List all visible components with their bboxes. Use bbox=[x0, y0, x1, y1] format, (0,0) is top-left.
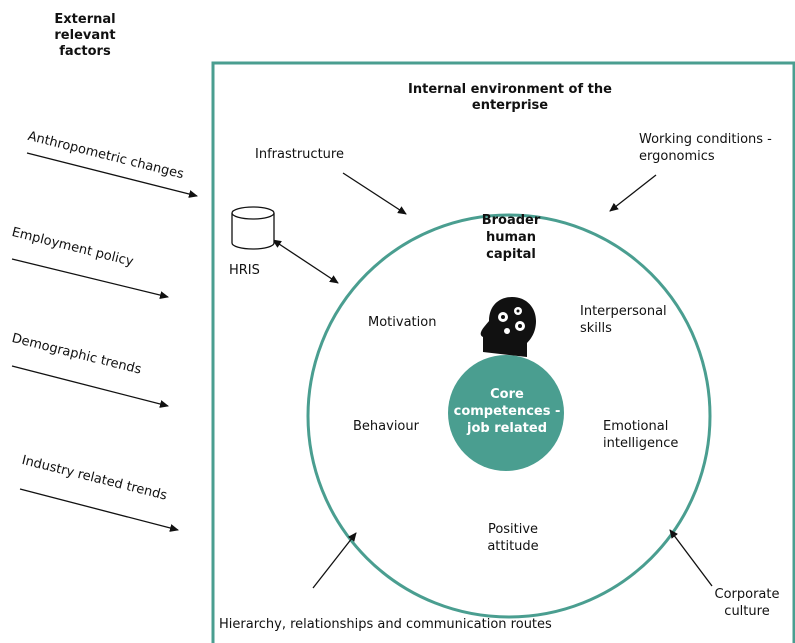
positive-attitude-label: Positive attitude bbox=[487, 522, 539, 554]
hierarchy-label: Hierarchy, relationships and communicati… bbox=[219, 617, 552, 632]
arrow-infrastructure bbox=[342, 172, 407, 215]
arrow-hris bbox=[272, 239, 339, 284]
working-conditions-label: Working conditions - ergonomics bbox=[639, 132, 772, 164]
core-competences-circle bbox=[448, 355, 564, 471]
arrow-hierarchy bbox=[312, 532, 357, 589]
enterprise-boundary bbox=[211, 61, 795, 643]
arrow-employment bbox=[11, 258, 169, 299]
behaviour-label: Behaviour bbox=[353, 419, 419, 434]
infrastructure-label: Infrastructure bbox=[255, 147, 344, 162]
human-capital-circle bbox=[306, 213, 712, 619]
arrow-demographic bbox=[11, 365, 169, 408]
hris-label: HRIS bbox=[229, 263, 260, 278]
interpersonal-label: Interpersonal skills bbox=[580, 304, 667, 336]
corporate-culture-label: Corporate culture bbox=[714, 587, 780, 619]
human-capital-title: Broader human capital bbox=[481, 213, 541, 262]
arrow-anthropometric bbox=[26, 152, 198, 198]
internal-environment-title: Internal environment of the enterprise bbox=[408, 82, 612, 113]
external-factors-title: External relevant factors bbox=[54, 12, 116, 59]
core-competences-label: Core competences - job related bbox=[453, 387, 561, 436]
arrow-corporate-culture bbox=[669, 529, 713, 587]
head-gears-icon bbox=[480, 297, 536, 357]
database-icon bbox=[231, 206, 275, 250]
motivation-label: Motivation bbox=[368, 315, 437, 330]
emotional-label: Emotional intelligence bbox=[603, 419, 679, 451]
arrow-working-conditions bbox=[609, 174, 657, 212]
arrow-industry bbox=[19, 488, 179, 532]
